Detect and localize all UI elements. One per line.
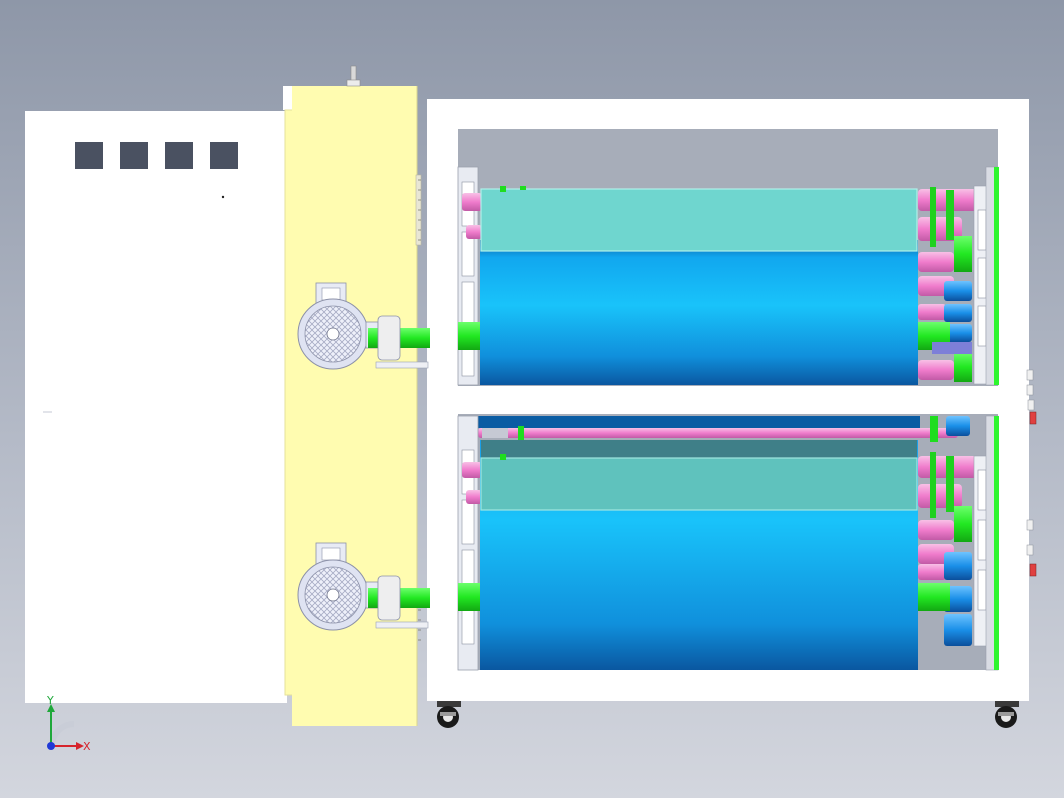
middle-cross-shaft (478, 416, 970, 442)
coordinate-triad: Y X (46, 694, 91, 753)
upper-mesh-panel (480, 188, 918, 252)
panel-window-2 (120, 142, 148, 169)
y-axis-label: Y (46, 694, 54, 707)
lower-drive-motor (297, 542, 430, 631)
upper-blue-roller (480, 240, 918, 385)
lower-mesh-panel (480, 457, 918, 511)
upper-drive-motor (297, 282, 430, 370)
caster-left (437, 701, 461, 728)
control-cabinet (25, 111, 287, 703)
panel-window-4 (210, 142, 238, 169)
z-axis-dot (47, 742, 55, 750)
caster-right (995, 701, 1019, 728)
right-side-fittings (1026, 369, 1037, 577)
panel-window-1 (75, 142, 103, 169)
lower-roller-assembly (457, 415, 999, 671)
panel-window-3 (165, 142, 193, 169)
upper-roller-assembly (457, 166, 999, 386)
x-axis-label: X (83, 740, 91, 753)
